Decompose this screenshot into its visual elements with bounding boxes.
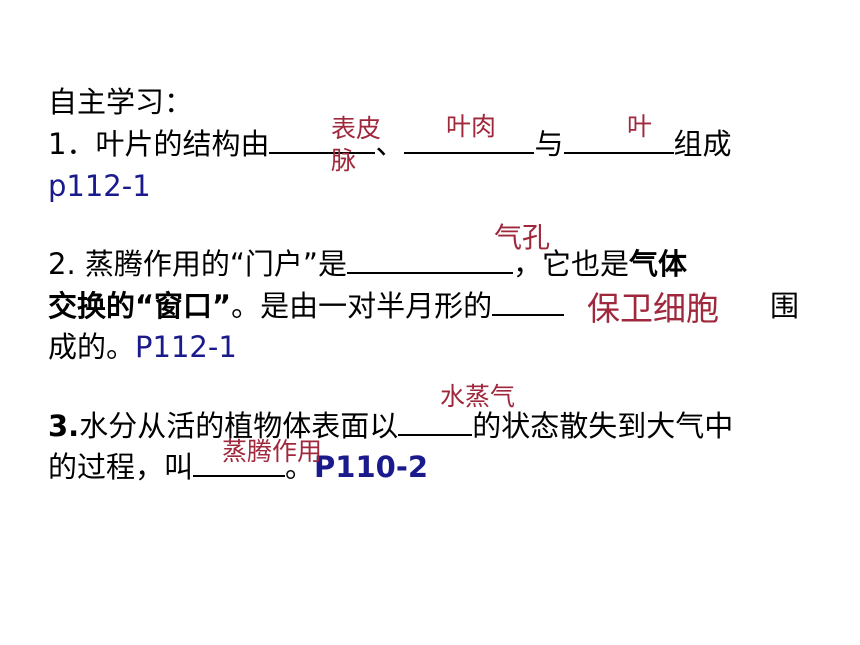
question-3-text-a: 水分从活的植物体表面以 [79,409,399,443]
question-1-answer-2: 叶肉 [446,113,497,141]
question-1-line: 1．叶片的结构由 、 与 组成 [48,126,732,162]
question-3-text-d: 。 [285,450,315,484]
question-2-bold-a: 气体 [628,247,687,281]
question-2-blank-1[interactable] [346,246,513,274]
question-2-text-c: 。是由一对半月形的 [231,289,493,323]
question-2-number: 2 [48,247,67,281]
question-1-number: 1 [48,127,67,161]
question-2-answer-1: 气孔 [494,222,551,253]
question-2-reference: P112-1 [135,330,237,364]
question-2-text-b: ，它也是 [512,247,629,281]
question-2-text-a: . 蒸腾作用的“门户”是 [66,247,347,281]
question-2-bold-b: 交换的“窗口” [48,289,232,323]
question-3-answer-2: 蒸腾作用 [222,438,323,466]
question-3-blank-2[interactable] [193,449,286,477]
question-1-text-a: ．叶片的结构由 [66,127,270,161]
question-3-text-c: 的过程，叫 [48,450,194,484]
question-2-line-2: 交换的“窗口”。是由一对半月形的 [48,288,565,324]
question-3-number: 3. [48,409,80,443]
question-3-line-2: 的过程，叫 。P110-2 [48,449,428,485]
question-1-blank-3[interactable] [563,126,674,154]
question-1-text-b: 组成 [673,127,732,161]
question-1-answer-3: 叶 [627,113,653,141]
question-3-blank-1[interactable] [398,408,473,436]
question-2-line-3: 成的。P112-1 [48,329,237,365]
question-3-line-1: 3.水分从活的植物体表面以 的状态散失到大气中 [48,408,733,444]
question-2-text-d: 围 [770,289,800,323]
question-3-answer-1: 水蒸气 [440,383,516,411]
question-2-answer-2: 保卫细胞 [587,290,719,327]
question-3-text-b: 的状态散失到大气中 [472,409,734,443]
question-2-line-1: 2. 蒸腾作用的“门户”是 ，它也是气体 [48,246,687,282]
question-2-text-e: 成的。 [48,330,136,364]
question-2-blank-2[interactable] [492,288,565,316]
question-1-answer-1-line-1: 表皮 [331,115,382,143]
question-1-sep-2: 与 [534,127,564,161]
question-1-answer-1-line-2: 脉 [331,147,357,175]
question-1-blank-2[interactable] [404,126,535,154]
question-1-reference: p112-1 [48,169,151,203]
question-1-sep-1: 、 [375,127,405,161]
question-1-blank-1[interactable] [269,126,376,154]
question-3-reference: P110-2 [314,450,429,484]
heading: 自主学习： [48,85,194,119]
